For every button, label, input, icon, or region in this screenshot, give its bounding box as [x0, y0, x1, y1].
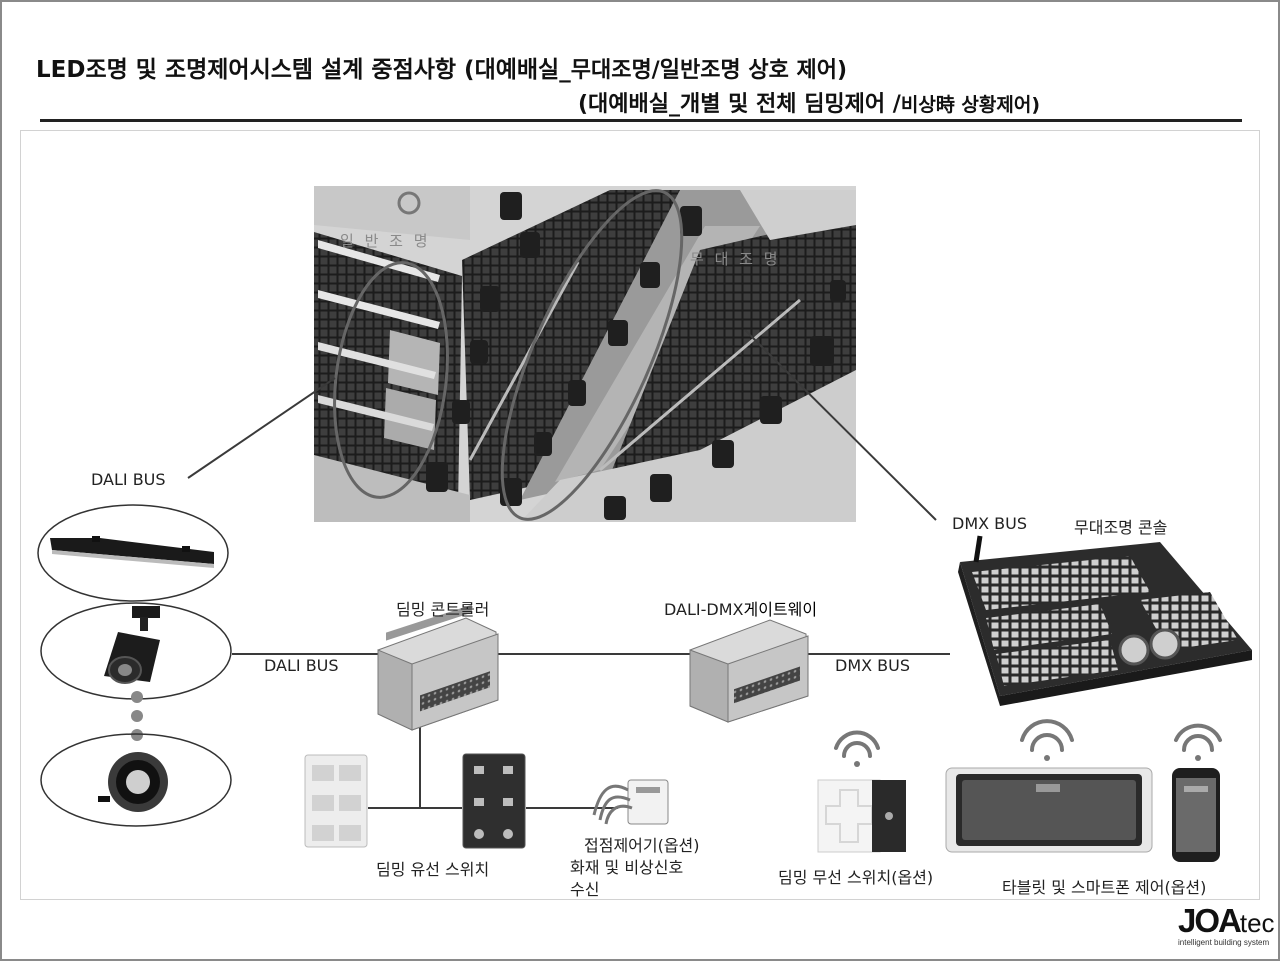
- dark-wall-switch: [463, 754, 525, 848]
- dimming-controller-label: 딤밍 콘트롤러: [396, 596, 489, 620]
- wireless-switch-device: [818, 780, 906, 852]
- gateway-suffix: 게이트웨이: [743, 600, 817, 619]
- track-spotlight: [41, 603, 231, 699]
- dimming-controller-device: [378, 605, 498, 730]
- smartphone-device: [1172, 768, 1220, 862]
- white-wall-switch: [305, 755, 367, 847]
- stage-lighting-console: [958, 536, 1252, 706]
- downlight-fixture: [41, 734, 231, 826]
- gateway-prefix: DALI-DMX: [664, 600, 743, 619]
- dmx-bus-label-top: DMX BUS: [952, 514, 1027, 533]
- wifi-icon-tablet: [1022, 721, 1072, 761]
- dali-bus-label-top: DALI BUS: [91, 470, 166, 489]
- tablet-control-label: 타블릿 및 스마트폰 제어(옵션): [1002, 874, 1206, 898]
- stage-light-overlay: 무 대 조 명: [690, 248, 781, 269]
- logo-brand: JOAtec: [1178, 904, 1270, 940]
- fire-signal-label-line1: 화재 및 비상신호: [570, 854, 683, 878]
- contact-controller-device: [594, 780, 668, 824]
- logo-tagline: intelligent building system: [1178, 938, 1270, 947]
- wired-switch-label: 딤밍 유선 스위치: [376, 856, 489, 880]
- contact-controller-label: 접점제어기(옵션): [584, 832, 700, 856]
- tablet-device: [946, 768, 1152, 852]
- fire-signal-label-line2: 수신: [570, 876, 599, 900]
- dali-dmx-gateway-device: [690, 620, 808, 722]
- logo-brand-main: JOA: [1178, 902, 1240, 939]
- wireless-switch-label: 딤밍 무선 스위치(옵션): [778, 864, 933, 888]
- stage-console-label: 무대조명 콘솔: [1074, 514, 1167, 538]
- ceiling-render: [314, 169, 856, 541]
- wifi-icon-phone: [1176, 726, 1220, 761]
- linear-fixture: [38, 505, 228, 601]
- joatec-logo: JOAtec intelligent building system: [1178, 904, 1270, 952]
- general-light-overlay: 일 반 조 명: [340, 230, 431, 251]
- dali-dmx-gateway-label: DALI-DMX게이트웨이: [664, 596, 817, 620]
- logo-brand-tec: tec: [1240, 908, 1275, 938]
- dmx-bus-label-mid: DMX BUS: [835, 656, 910, 675]
- wifi-icon-switch: [836, 733, 878, 767]
- dali-bus-label-mid: DALI BUS: [264, 656, 339, 675]
